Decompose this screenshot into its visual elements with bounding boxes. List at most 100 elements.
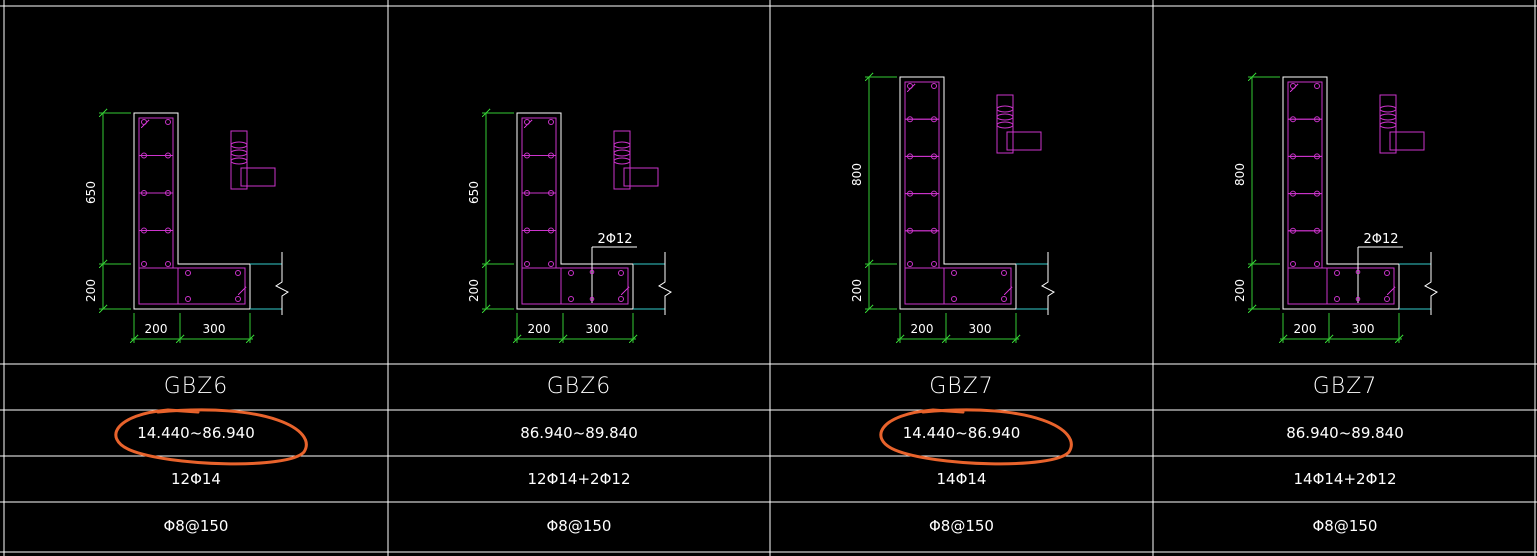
- detail-hook-box: [623, 167, 659, 187]
- stirrup-segment: [904, 193, 940, 232]
- rebar-dot: [907, 116, 913, 123]
- extra-bar-dot: [1355, 269, 1361, 275]
- detail-hook: [230, 157, 248, 165]
- dimension-tick: [1394, 334, 1404, 344]
- rebar-dot: [931, 190, 937, 197]
- rebar-dot: [1314, 261, 1320, 267]
- break-line: [1424, 252, 1438, 315]
- rebar-dot: [141, 152, 147, 159]
- stirrup-segment: [904, 155, 940, 195]
- dimension-text: 300: [969, 322, 992, 336]
- detail-hook: [613, 141, 631, 149]
- rebar-dot: [165, 152, 171, 159]
- rebar-dot: [907, 190, 913, 197]
- stirrup-segment: [1287, 81, 1323, 120]
- stirrup-segment: [138, 230, 174, 269]
- rebar-dot: [185, 296, 191, 302]
- stirrup-spec: Φ8@150: [929, 517, 994, 535]
- dimension-text: 300: [203, 322, 226, 336]
- stirrup-segment: [904, 81, 940, 120]
- detail-hook: [996, 105, 1014, 113]
- stirrup-segment: [1287, 230, 1323, 269]
- detail-stirrup: [230, 130, 248, 190]
- hook-line: [523, 119, 533, 129]
- rebar-dot: [235, 270, 241, 276]
- detail-stirrup: [613, 130, 631, 190]
- rebar-dot: [548, 190, 554, 196]
- dimension-tick: [558, 334, 568, 344]
- dimension-tick: [1247, 259, 1257, 269]
- rebar-dot: [165, 227, 171, 234]
- rebar-dot: [1384, 270, 1390, 276]
- extra-bar-dot: [589, 269, 595, 275]
- hook-line: [140, 119, 150, 129]
- rebar-dot: [548, 261, 554, 267]
- rebar-dot: [1290, 261, 1296, 267]
- stirrup-segment: [521, 155, 557, 194]
- detail-hook: [613, 149, 631, 157]
- stirrup-segment: [1287, 155, 1323, 195]
- markup-circle: [879, 408, 1073, 466]
- dimension-text: 800: [850, 163, 864, 186]
- rebar-dot: [1334, 296, 1340, 302]
- rebar-dot: [907, 261, 913, 267]
- dimension-text: 200: [528, 322, 551, 336]
- detail-hook-box: [1389, 131, 1425, 151]
- stirrup-segment: [521, 230, 557, 269]
- rebar-dot: [618, 270, 624, 276]
- elevation-range: 86.940~89.840: [520, 424, 638, 442]
- column-name: GBZ6: [546, 374, 612, 399]
- break-line: [275, 252, 289, 315]
- stirrup-spec: Φ8@150: [546, 517, 612, 535]
- longitudinal-rebar: 14Φ14+2Φ12: [1293, 470, 1397, 488]
- rebar-dot: [141, 227, 147, 234]
- stirrup-segment: [138, 155, 174, 194]
- stirrup-segment: [1287, 193, 1323, 232]
- column-name: GBZ6: [163, 374, 229, 399]
- detail-hook: [230, 149, 248, 157]
- dimension-text: 300: [1352, 322, 1375, 336]
- rebar-dot: [548, 227, 554, 234]
- rebar-dot: [931, 153, 937, 160]
- dimension-tick: [1247, 304, 1257, 314]
- rebar-dot: [931, 261, 937, 267]
- rebar-dot: [524, 190, 530, 196]
- section-outline: [899, 76, 1017, 310]
- dimension-tick: [481, 108, 491, 118]
- dimension-tick: [245, 334, 255, 344]
- detail-hook: [996, 121, 1014, 129]
- detail-hook: [230, 141, 248, 149]
- dimension-tick: [1324, 334, 1334, 344]
- dimension-text: 650: [84, 181, 98, 204]
- rebar-dot: [907, 153, 913, 160]
- dimension-tick: [481, 259, 491, 269]
- horizontal-stirrup: [521, 267, 629, 305]
- rebar-dot: [568, 296, 574, 302]
- break-line: [1041, 252, 1055, 315]
- rebar-dot: [548, 152, 554, 159]
- rebar-dot: [1290, 153, 1296, 160]
- section-outline: [1282, 76, 1400, 310]
- horizontal-stirrup: [904, 267, 1012, 305]
- hook-line: [237, 286, 247, 296]
- rebar-dot: [1314, 83, 1320, 89]
- dimension-tick: [98, 304, 108, 314]
- rebar-dot: [1334, 270, 1340, 276]
- rebar-dot: [235, 296, 241, 302]
- longitudinal-rebar: 12Φ14: [171, 470, 221, 488]
- dimension-tick: [98, 108, 108, 118]
- hook-line: [906, 83, 916, 93]
- stirrup-segment: [904, 230, 940, 269]
- dimension-tick: [98, 259, 108, 269]
- dimension-tick: [481, 304, 491, 314]
- stirrup-segment: [904, 118, 940, 157]
- rebar-dot: [1290, 116, 1296, 123]
- rebar-dot: [141, 190, 147, 196]
- horizontal-stirrup: [1287, 267, 1395, 305]
- dimension-tick: [864, 304, 874, 314]
- stirrup-spec: Φ8@150: [1312, 517, 1378, 535]
- detail-hook: [996, 113, 1014, 121]
- rebar-dot: [524, 261, 530, 267]
- detail-stirrup: [996, 94, 1014, 154]
- extra-bar-label: 2Φ12: [1363, 232, 1398, 247]
